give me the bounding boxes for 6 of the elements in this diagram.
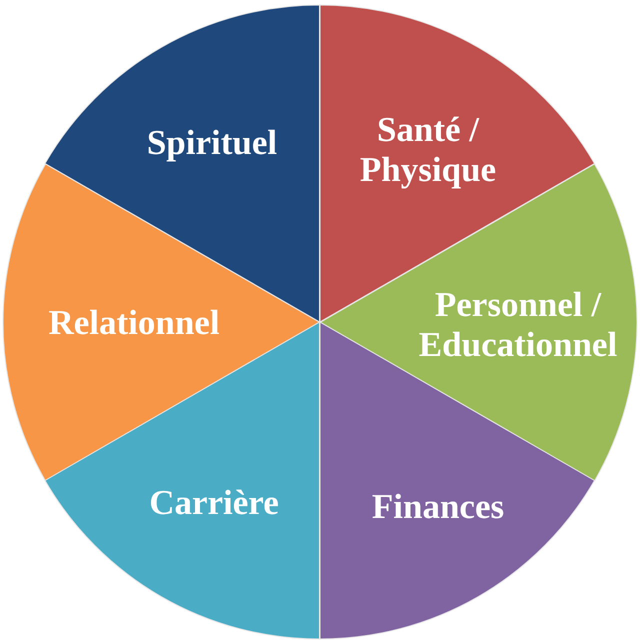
- segment-label: Carrière: [148, 482, 280, 524]
- segment-label: Relationnel: [47, 302, 221, 344]
- segment-label: Santé / Physique: [358, 110, 498, 190]
- segment-label: Personnel / Educationnel: [418, 284, 618, 366]
- segment-label: Finances: [370, 486, 506, 528]
- segment-label: Spirituel: [146, 122, 278, 164]
